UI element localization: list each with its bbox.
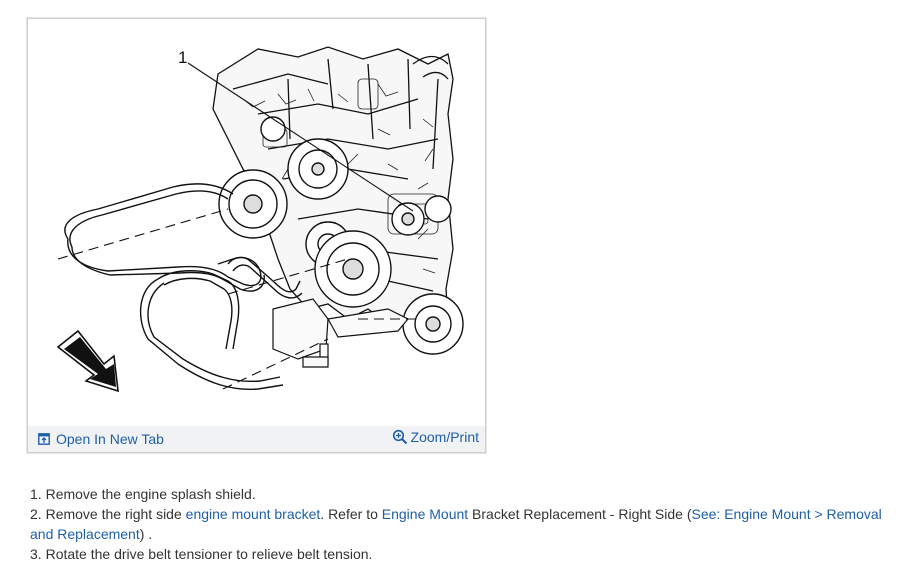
step-text: Remove the engine splash shield.	[45, 486, 256, 502]
zoom-print-button[interactable]: Zoom/Print	[392, 429, 479, 445]
engine-mount-bracket-link[interactable]: engine mount bracket	[185, 506, 321, 522]
step-text-mid: Bracket Replacement - Right Side (	[468, 506, 692, 522]
engine-mount-link[interactable]: Engine Mount	[381, 506, 469, 522]
step-text: Rotate the drive belt tensioner to relie…	[45, 546, 373, 562]
engine-belt-illustration: 1	[28, 19, 485, 424]
step-text-before: Remove the right side	[45, 506, 186, 522]
step-text-mid: . Refer to	[320, 506, 382, 522]
step-number: 3.	[30, 546, 42, 562]
figure-toolbar: Open In New Tab Zoom/Print	[28, 426, 485, 452]
step-1: 1. Remove the engine splash shield.	[27, 484, 897, 504]
see-engine-mount-removal-link[interactable]: See: Engine Mount > Removal and Replacem…	[30, 506, 882, 542]
direction-arrow-icon	[56, 329, 119, 393]
step-2: 2. Remove the right side engine mount br…	[27, 504, 897, 544]
callout-number-1: 1	[178, 48, 187, 67]
step-text-after: ) .	[139, 526, 153, 542]
step-number: 1.	[30, 486, 42, 502]
engine-diagram-svg: 1	[56, 46, 464, 393]
step-number: 2.	[30, 506, 42, 522]
zoom-print-label: Zoom/Print	[410, 429, 479, 445]
procedure-steps: 1. Remove the engine splash shield. 2. R…	[27, 484, 897, 564]
open-new-tab-icon	[38, 433, 50, 445]
step-3: 3. Rotate the drive belt tensioner to re…	[27, 544, 897, 564]
open-in-new-tab-label: Open In New Tab	[56, 431, 164, 447]
figure-panel: 1 Open In New Tab	[27, 18, 486, 453]
magnifier-zoom-icon	[392, 429, 408, 445]
open-in-new-tab-button[interactable]: Open In New Tab	[38, 431, 164, 447]
